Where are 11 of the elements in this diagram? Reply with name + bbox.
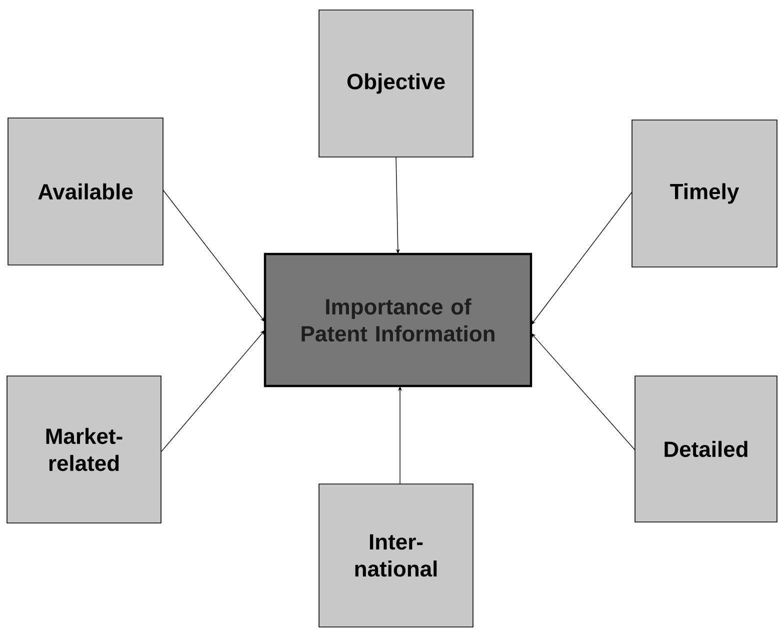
attribute-box: Objective: [318, 10, 474, 158]
topic-box: Importance of Patent Information: [264, 252, 532, 388]
attribute-box: Detailed: [634, 376, 778, 522]
arrow: [160, 330, 265, 452]
attribute-box: Available: [8, 118, 164, 266]
attribute-box: Inter- national: [318, 484, 474, 628]
arrow: [531, 192, 632, 325]
attribute-box: Timely: [632, 120, 778, 268]
arrow: [162, 190, 265, 322]
attribute-box: Market- related: [6, 376, 162, 524]
arrow: [531, 333, 636, 450]
